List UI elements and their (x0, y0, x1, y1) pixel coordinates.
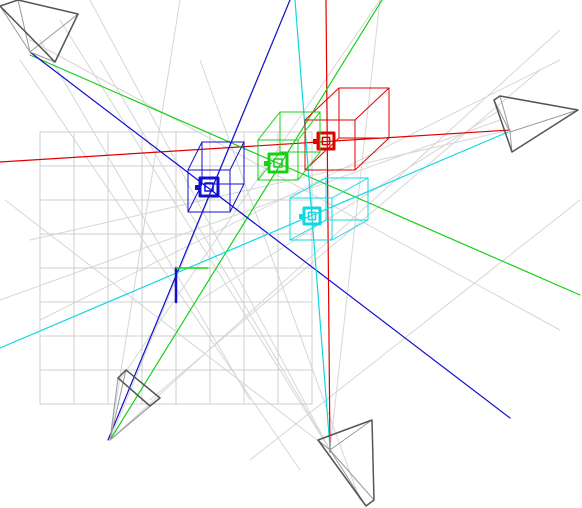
red-ray (325, 0, 331, 453)
light-ray (109, 0, 181, 441)
red-marker-target (313, 131, 336, 151)
light-ray (59, 19, 331, 451)
cube-edge (331, 219, 369, 241)
light-ray (0, 119, 501, 301)
camera-frustum-edge (29, 51, 56, 63)
light-ray (39, 59, 561, 321)
cube-edge (229, 141, 245, 171)
light-ray (119, 0, 381, 381)
target-dot (299, 214, 304, 219)
cube-edge (354, 137, 390, 171)
light-ray (249, 199, 581, 461)
camera-frustum-edge (509, 109, 579, 133)
camera-frustum-edge (509, 131, 513, 153)
cyan-marker-cube (289, 177, 369, 241)
red-marker-cube (304, 87, 390, 171)
origin-axis-icon (174, 266, 209, 304)
light-ray (29, 39, 561, 331)
cube-edge (297, 111, 321, 141)
cube-edge (304, 87, 340, 121)
light-ray (329, 0, 381, 451)
camera-frustum-edge (499, 95, 511, 133)
cube-edge (297, 151, 321, 181)
camera-frustum-edge (17, 0, 31, 53)
camera-image-plane (493, 95, 579, 153)
green-marker-cube (257, 111, 321, 181)
light-ray (99, 59, 331, 451)
camera-frustum-edge (109, 405, 151, 441)
cube-edge (354, 87, 390, 121)
light-ray (29, 129, 511, 241)
red-ray (0, 129, 511, 163)
cyan-ray (0, 131, 509, 349)
cube-edge (289, 177, 327, 199)
cube-edge (187, 141, 203, 171)
light-ray (4, 199, 331, 451)
marker-cubes (187, 87, 390, 241)
camera-right (493, 95, 579, 153)
green-ray (29, 54, 581, 296)
green-marker-target (264, 152, 289, 174)
light-ray (149, 69, 541, 401)
camera-image-plane (317, 419, 375, 507)
cyan-marker-target (299, 206, 322, 226)
target-inner (204, 182, 214, 192)
target-dot (313, 139, 318, 144)
camera-frustum-edge (493, 99, 511, 133)
blue-marker-target (195, 176, 220, 198)
target-dot (264, 161, 269, 166)
camera-image-plane (0, 0, 79, 63)
camera-frustum-edge (329, 419, 373, 451)
cube-edge (331, 177, 369, 199)
light-ray (199, 59, 361, 501)
camera-bottom-center (317, 419, 375, 507)
camera-bottom-left (109, 369, 161, 441)
light-ray (109, 29, 561, 441)
blue-ray (107, 0, 291, 441)
camera-frustum-edge (109, 369, 127, 441)
camera-frustum-edge (109, 377, 119, 441)
target-inner (321, 136, 331, 146)
target-inner (307, 211, 317, 221)
blue-marker-cube (187, 141, 245, 213)
target-dot (195, 185, 200, 190)
green-ray (109, 0, 383, 441)
blue-ray (29, 51, 511, 419)
target-inner (273, 158, 283, 168)
camera-frustum-edge (0, 5, 31, 53)
camera-image-plane (117, 369, 161, 407)
camera-frustum-edge (329, 449, 375, 501)
cube-edge (257, 111, 281, 141)
light-ray (19, 59, 301, 471)
cube-edge (229, 183, 245, 213)
camera-top-left (0, 0, 79, 63)
